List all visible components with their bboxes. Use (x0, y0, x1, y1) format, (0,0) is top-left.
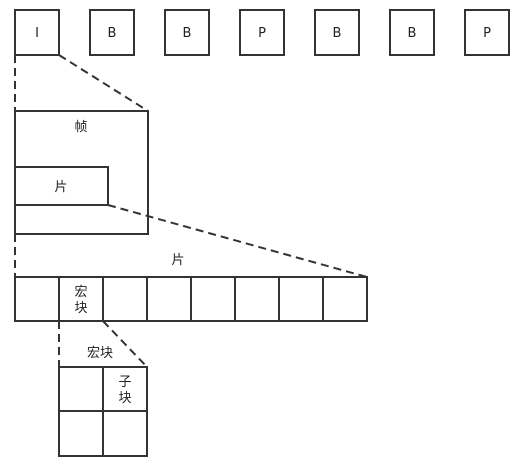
frame-box-b2 (164, 9, 210, 56)
frame-box-b4 (389, 9, 435, 56)
frame-box-p1 (239, 9, 285, 56)
zoom-line-frame-right (58, 54, 149, 112)
frame-box-i (14, 9, 60, 56)
subblock-cell (58, 366, 104, 412)
frame-label-b3: B (333, 26, 342, 41)
slice-cell (278, 276, 324, 322)
zoom-line-slice-right (107, 204, 368, 278)
subblock-label-line1: 子 (118, 375, 131, 390)
frame-box-p2 (464, 9, 510, 56)
subblock-cell (58, 410, 104, 457)
slice-cell (14, 276, 60, 322)
macroblock-in-slice-label-line1: 宏 (74, 285, 87, 300)
frame-label-p2: P (483, 26, 491, 41)
macroblock-in-slice-label-line2: 块 (74, 301, 87, 316)
frame-label-b4: B (408, 26, 417, 41)
frame-label-i: I (35, 26, 39, 41)
subblock-label-line2: 块 (118, 391, 131, 406)
slice-in-frame-box (14, 166, 109, 206)
frame-box-b1 (89, 9, 135, 56)
zoom-line-macroblock-right (102, 320, 148, 368)
frame-sequence: I B B P B B P (14, 9, 510, 56)
frame-detail-label: 帧 (74, 120, 87, 135)
slice-detail-label: 片 (171, 253, 184, 268)
macroblock-detail: 子 块 (58, 366, 148, 457)
frame-label-b2: B (183, 26, 192, 41)
slice-cell (102, 276, 148, 322)
slice-cell (322, 276, 368, 322)
frame-label-b1: B (108, 26, 117, 41)
slice-cell (234, 276, 280, 322)
subblock-cell (102, 410, 148, 457)
slice-in-frame-label: 片 (54, 180, 67, 195)
frame-label-p1: P (258, 26, 266, 41)
slice-cell (146, 276, 192, 322)
slice-cell (190, 276, 236, 322)
frame-box-b3 (314, 9, 360, 56)
slice-detail: 宏 块 (14, 276, 368, 322)
macroblock-detail-label: 宏块 (87, 346, 113, 361)
frame-detail: 帧 片 (14, 110, 149, 235)
